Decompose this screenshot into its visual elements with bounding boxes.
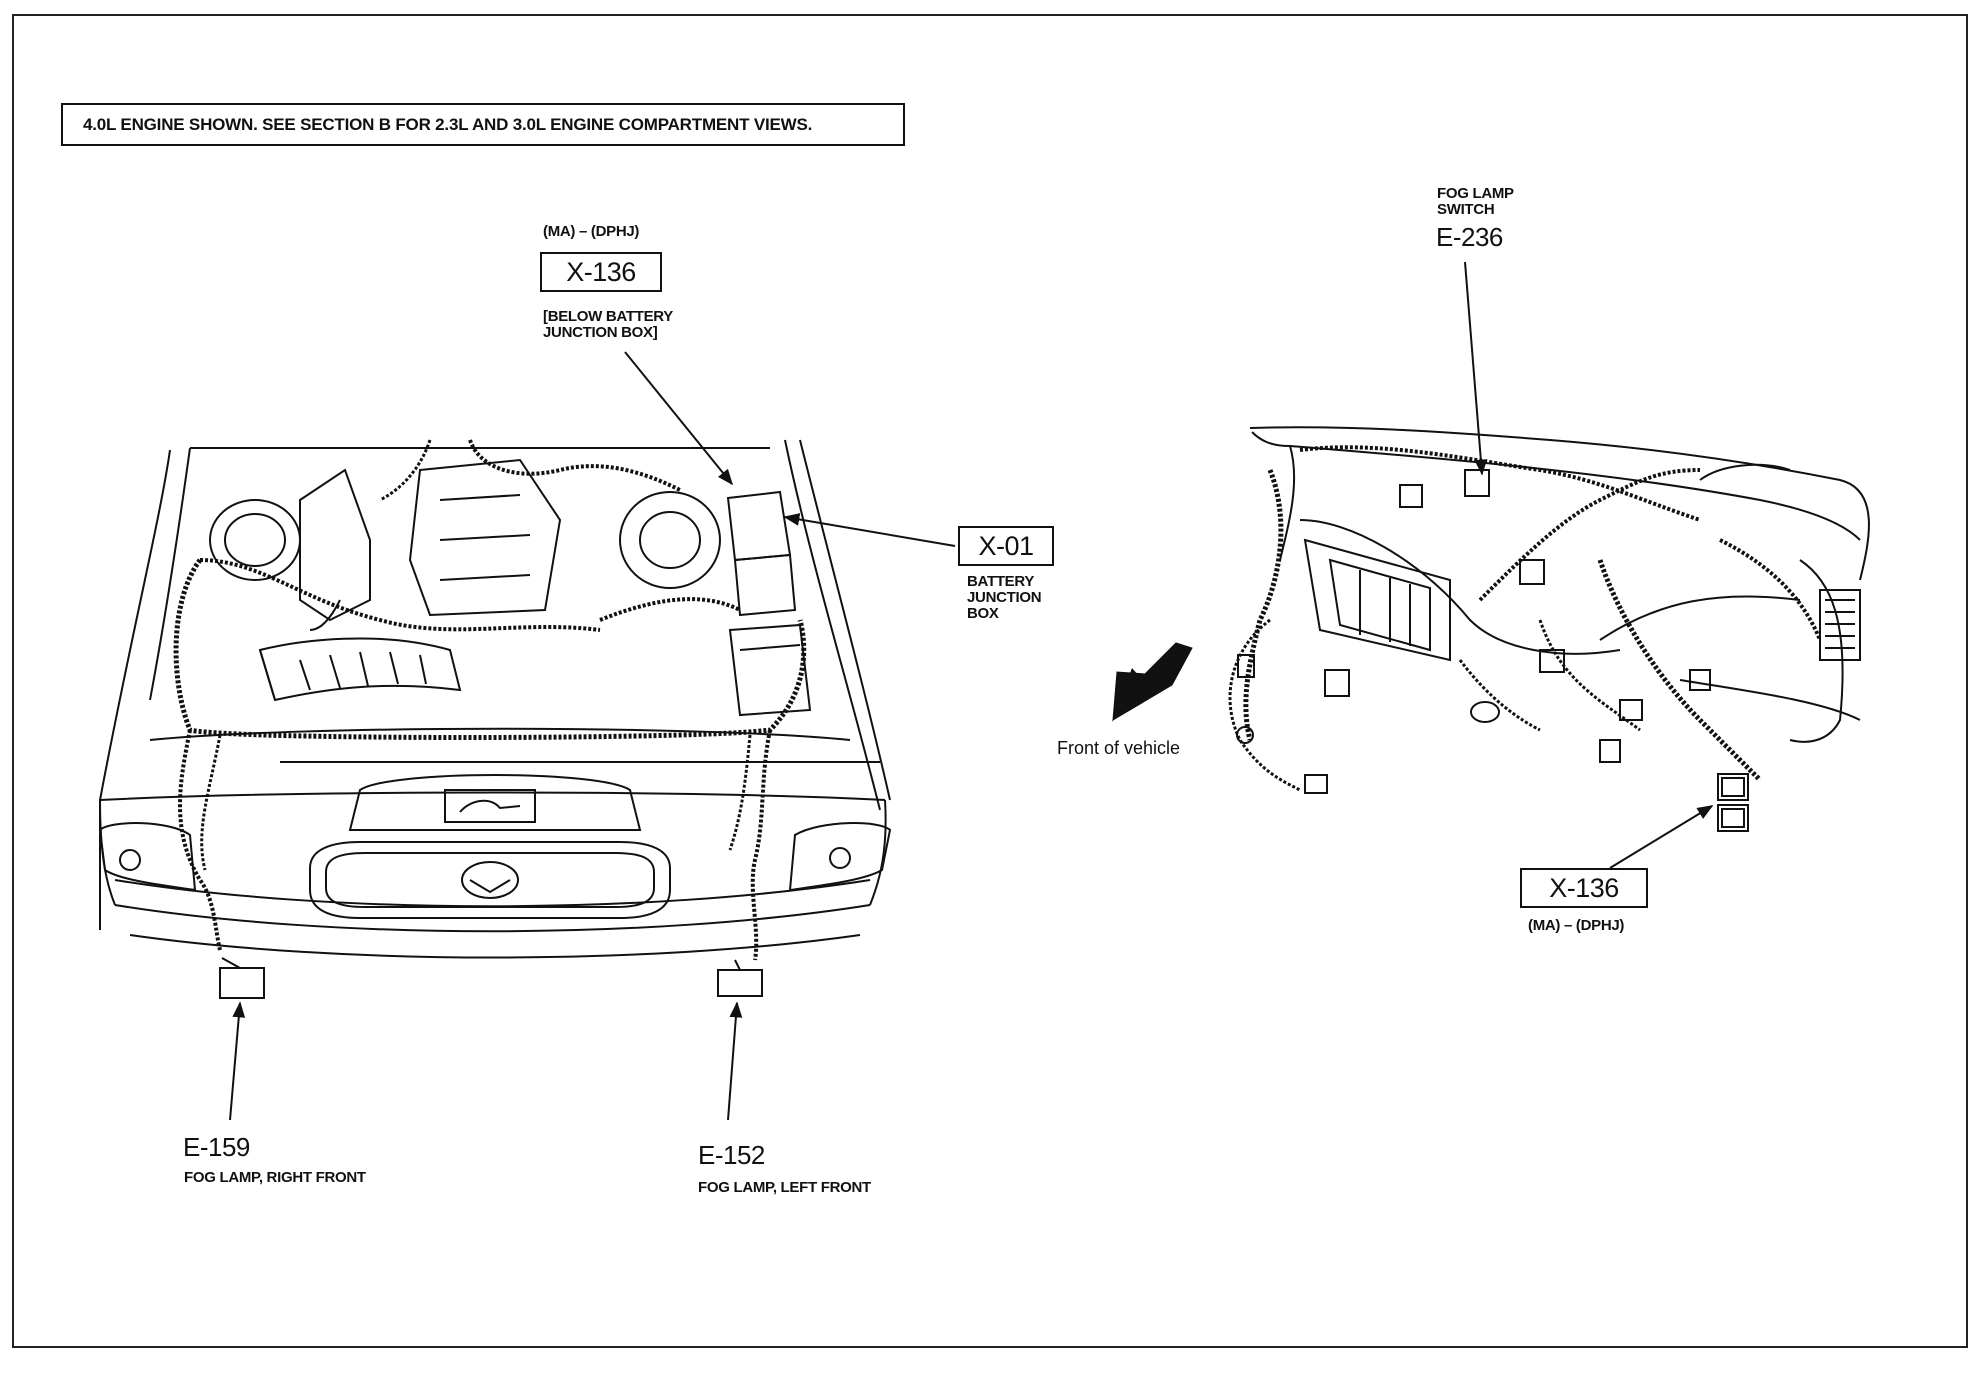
x136-top-label-box: X-136	[540, 252, 662, 292]
e159-id: E-159	[183, 1132, 250, 1162]
engine-compartment-drawing	[98, 439, 892, 999]
x136-top-id: X-136	[566, 256, 636, 287]
instrument-panel-drawing	[1228, 426, 1870, 832]
diagram-frame-left-edge	[12, 14, 14, 1348]
engine-notice-box: 4.0L ENGINE SHOWN. SEE SECTION B FOR 2.3…	[61, 103, 905, 146]
e236-desc-line2: SWITCH	[1437, 201, 1495, 218]
x136-dash-label-box: X-136	[1520, 868, 1648, 908]
leader-lines	[229, 261, 1714, 1121]
x136-dash-variant: (MA) – (DPHJ)	[1528, 917, 1625, 934]
e236-desc-line1: FOG LAMP	[1437, 185, 1514, 202]
x136-dash-id: X-136	[1549, 872, 1619, 903]
x01-desc-line2: JUNCTION	[967, 589, 1042, 606]
x136-top-location-line2: JUNCTION BOX]	[543, 324, 658, 341]
x01-id: X-01	[978, 530, 1034, 561]
e236-id: E-236	[1436, 222, 1503, 252]
x01-desc-line3: BOX	[967, 605, 999, 622]
engine-notice-text: 4.0L ENGINE SHOWN. SEE SECTION B FOR 2.3…	[83, 114, 813, 134]
x136-top-location-line1: [BELOW BATTERY	[543, 308, 673, 325]
front-direction-arrow	[1112, 642, 1193, 721]
e159-desc: FOG LAMP, RIGHT FRONT	[184, 1169, 366, 1186]
x136-top-variant: (MA) – (DPHJ)	[543, 223, 640, 240]
e152-desc: FOG LAMP, LEFT FRONT	[698, 1179, 871, 1196]
e152-id: E-152	[698, 1140, 765, 1170]
x01-desc-line1: BATTERY	[967, 573, 1035, 590]
diagram-frame	[12, 14, 1968, 1348]
x01-label-box: X-01	[958, 526, 1054, 566]
front-of-vehicle-label: Front of vehicle	[1057, 738, 1181, 758]
